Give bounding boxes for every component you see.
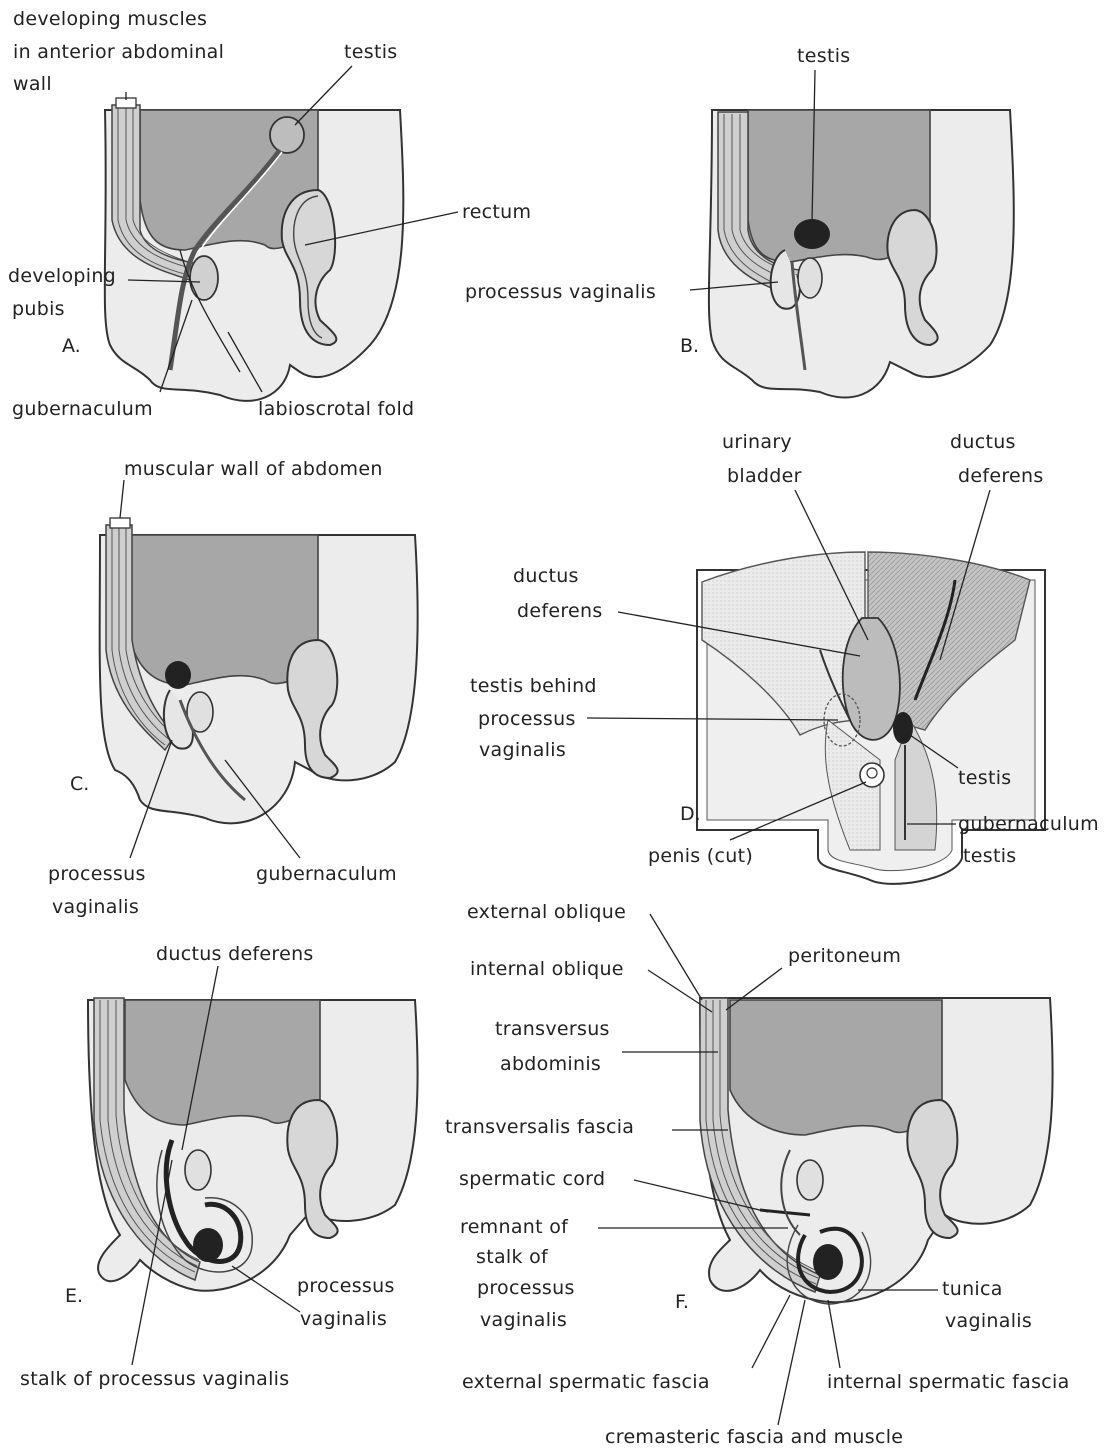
label-gubernaculum-a: gubernaculum [12, 398, 153, 420]
testis [270, 117, 304, 153]
label-processus-c-2: vaginalis [52, 896, 139, 918]
label-stalk: stalk of processus vaginalis [20, 1368, 289, 1390]
panel-e: ductus deferens E. processus vaginalis s… [20, 943, 418, 1390]
label-gubernaculum-d-1: gubernaculum [958, 813, 1099, 835]
label-developing-pubis-1: developing [8, 265, 116, 287]
label-testis-a: testis [344, 41, 397, 63]
label-tunica-1: tunica [942, 1278, 1003, 1300]
label-testis-behind-1: testis behind [470, 675, 597, 697]
leader-muscular-wall [120, 480, 124, 518]
label-testis-behind-3: vaginalis [479, 739, 566, 761]
label-external-oblique: external oblique [467, 901, 626, 923]
leader-internal-spermatic [828, 1300, 840, 1368]
label-gubernaculum-c: gubernaculum [256, 863, 397, 885]
label-ductus-right-2: deferens [958, 465, 1044, 487]
developing-pubis [185, 1150, 211, 1190]
developing-pubis [798, 258, 822, 298]
label-ductus-deferens-e: ductus deferens [156, 943, 314, 965]
label-urinary-1: urinary [722, 431, 792, 453]
developing-pubis [797, 1160, 823, 1200]
label-remnant-3: processus [477, 1277, 575, 1299]
abdominal-cavity [125, 1000, 320, 1125]
label-developing-muscles-1: developing muscles [13, 8, 207, 30]
leader-internal-oblique [648, 970, 712, 1012]
label-developing-pubis-2: pubis [12, 298, 65, 320]
panel-letter-e: E. [65, 1285, 83, 1307]
label-internal-spermatic: internal spermatic fascia [827, 1371, 1070, 1393]
label-ductus-right-1: ductus [950, 431, 1016, 453]
leader-cremasteric [778, 1300, 805, 1425]
label-processus-vaginalis-b: processus vaginalis [465, 281, 656, 303]
label-processus-c-1: processus [48, 863, 146, 885]
label-testis-d: testis [958, 767, 1011, 789]
label-ductus-left-2: deferens [517, 600, 603, 622]
label-developing-muscles-2: in anterior abdominal [13, 41, 224, 63]
label-remnant-2: stalk of [476, 1246, 549, 1268]
label-testis-b: testis [797, 45, 850, 67]
label-remnant-1: remnant of [460, 1216, 569, 1238]
testis [165, 661, 191, 689]
leader-processus-e [232, 1266, 300, 1312]
developing-pubis [190, 256, 218, 300]
label-peritoneum: peritoneum [788, 945, 901, 967]
panel-letter-f: F. [675, 1291, 689, 1313]
panel-f: external oblique internal oblique perito… [445, 901, 1070, 1448]
leader-external-spermatic [752, 1295, 790, 1368]
label-processus-e-1: processus [297, 1275, 395, 1297]
label-transversalis: transversalis fascia [445, 1116, 634, 1138]
panel-letter-a: A. [62, 335, 81, 357]
label-gubernaculum-d-2: testis [963, 845, 1016, 867]
label-rectum: rectum [462, 201, 531, 223]
label-processus-e-2: vaginalis [300, 1308, 387, 1330]
label-remnant-4: vaginalis [480, 1309, 567, 1331]
label-transversus-1: transversus [495, 1018, 610, 1040]
label-urinary-2: bladder [727, 465, 802, 487]
label-tunica-2: vaginalis [945, 1310, 1032, 1332]
abdominal-cavity [730, 1000, 942, 1135]
panel-letter-d: D. [680, 803, 701, 825]
panel-a: developing muscles in anterior abdominal… [8, 8, 531, 420]
testis [193, 1228, 223, 1262]
testis [794, 219, 830, 249]
label-spermatic-cord: spermatic cord [459, 1168, 605, 1190]
label-transversus-2: abdominis [500, 1053, 601, 1075]
label-developing-muscles-3: wall [13, 73, 52, 95]
panel-letter-b: B. [680, 335, 699, 357]
label-external-spermatic: external spermatic fascia [462, 1371, 710, 1393]
label-penis: penis (cut) [648, 845, 753, 867]
panel-b: testis processus vaginalis B. [465, 45, 1014, 398]
label-internal-oblique: internal oblique [470, 958, 624, 980]
label-cremasteric: cremasteric fascia and muscle [605, 1426, 903, 1448]
panel-letter-c: C. [70, 773, 89, 795]
label-muscular-wall: muscular wall of abdomen [124, 458, 383, 480]
label-labioscrotal-fold: labioscrotal fold [258, 398, 414, 420]
label-ductus-left-1: ductus [513, 565, 579, 587]
label-testis-behind-2: processus [478, 708, 576, 730]
testis [813, 1244, 843, 1280]
testis [893, 712, 913, 744]
leader-external-oblique [650, 914, 702, 1000]
panel-c: muscular wall of abdomen C. processus va… [48, 458, 418, 918]
panel-d: urinary bladder ductus deferens ductus d… [470, 431, 1099, 884]
